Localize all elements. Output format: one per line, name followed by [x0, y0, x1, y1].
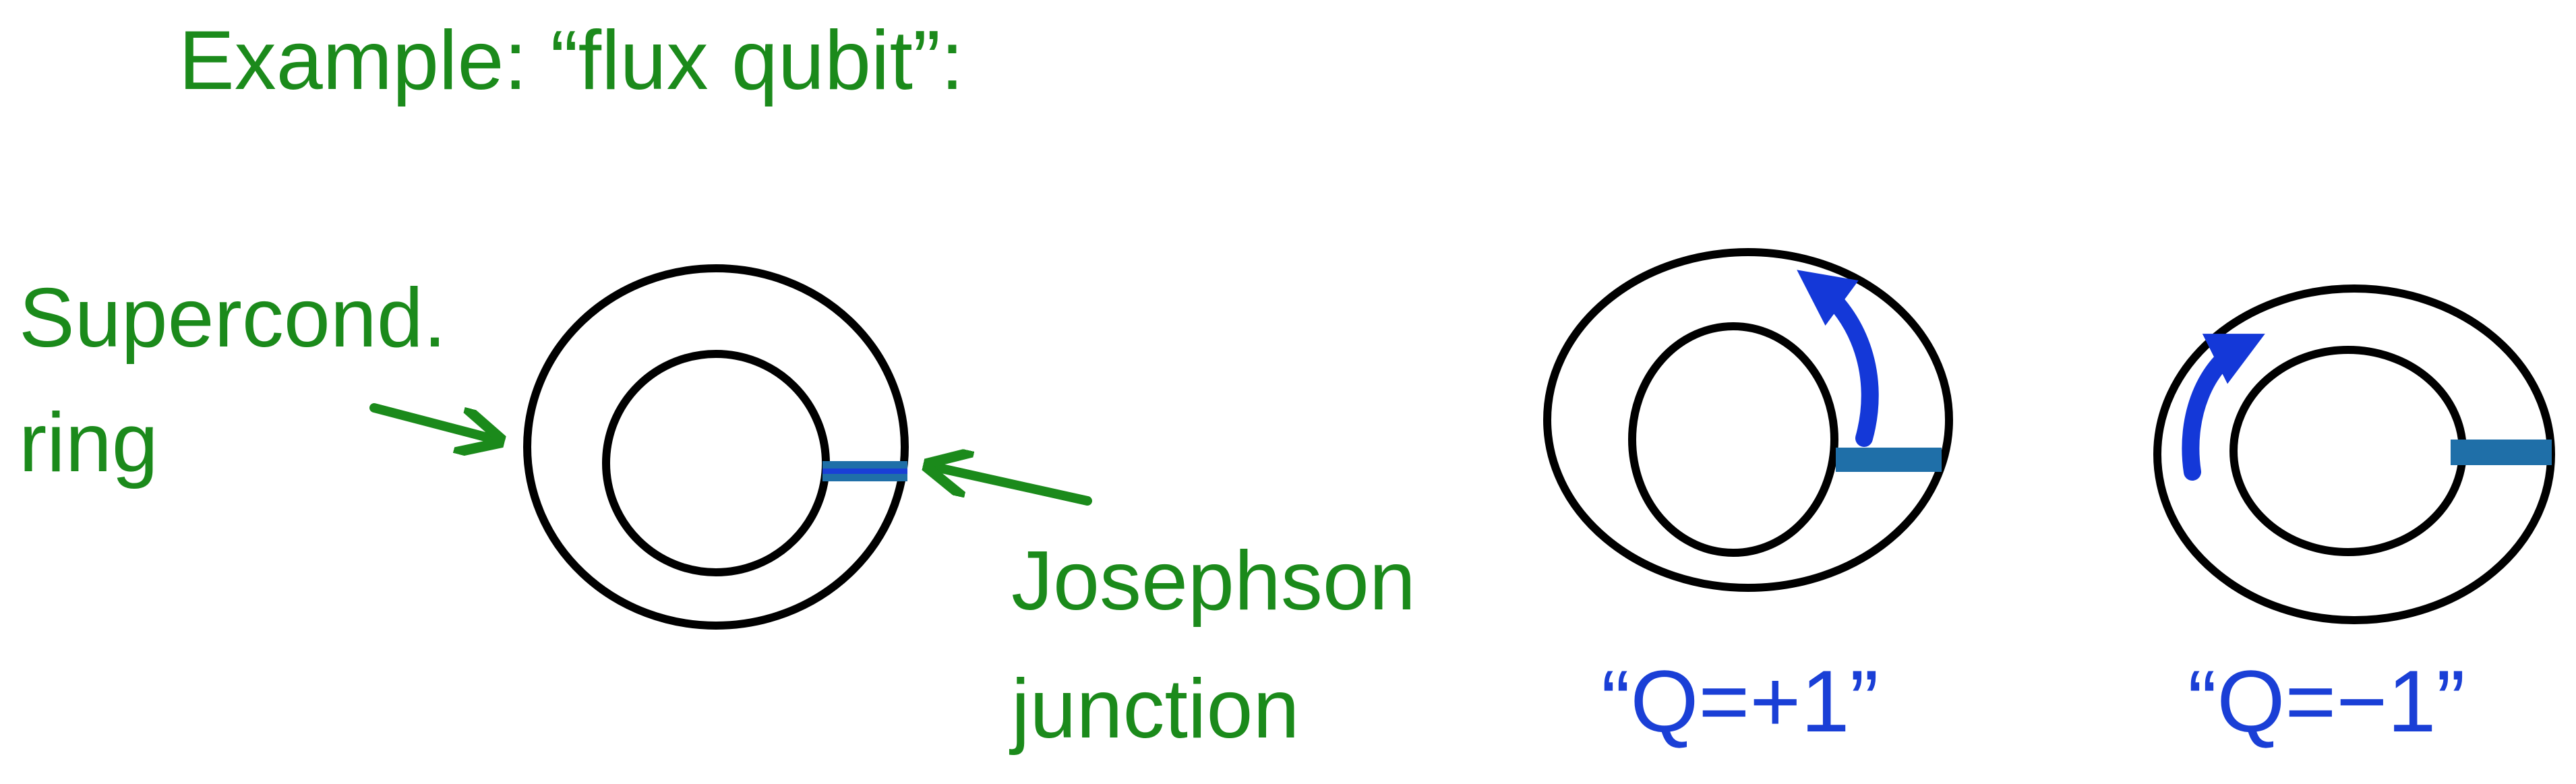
ring-1-outer	[523, 264, 909, 630]
ring-3-inner	[2229, 346, 2467, 556]
green-arrow-icon	[932, 466, 1092, 506]
supercond-ring-label-line2: ring	[19, 396, 158, 489]
josephson-junction-2	[1836, 448, 1942, 472]
green-arrow-icon	[369, 403, 496, 440]
curved-arrow-icon	[2182, 334, 2265, 481]
curved-arrow-icon	[1797, 270, 1879, 447]
ring-2-inner	[1628, 322, 1838, 557]
ring-2	[1543, 248, 1953, 592]
josephson-junction-1-core	[822, 469, 907, 474]
ring-3	[2153, 284, 2555, 624]
ring-2-outer	[1543, 248, 1953, 592]
josephson-junction-label-line2: junction	[1011, 663, 1300, 756]
josephson-junction-label-line1: Josephson	[1011, 535, 1416, 628]
page-title: Example: “flux qubit”:	[179, 14, 964, 107]
state-label-plus: “Q=+1”	[1601, 652, 1879, 750]
supercond-ring-label-line1: Supercond.	[19, 272, 447, 365]
ring-1-inner	[602, 350, 830, 576]
josephson-junction-3	[2451, 440, 2552, 465]
ring-1	[523, 264, 909, 630]
state-label-minus: “Q=−1”	[2188, 652, 2465, 750]
